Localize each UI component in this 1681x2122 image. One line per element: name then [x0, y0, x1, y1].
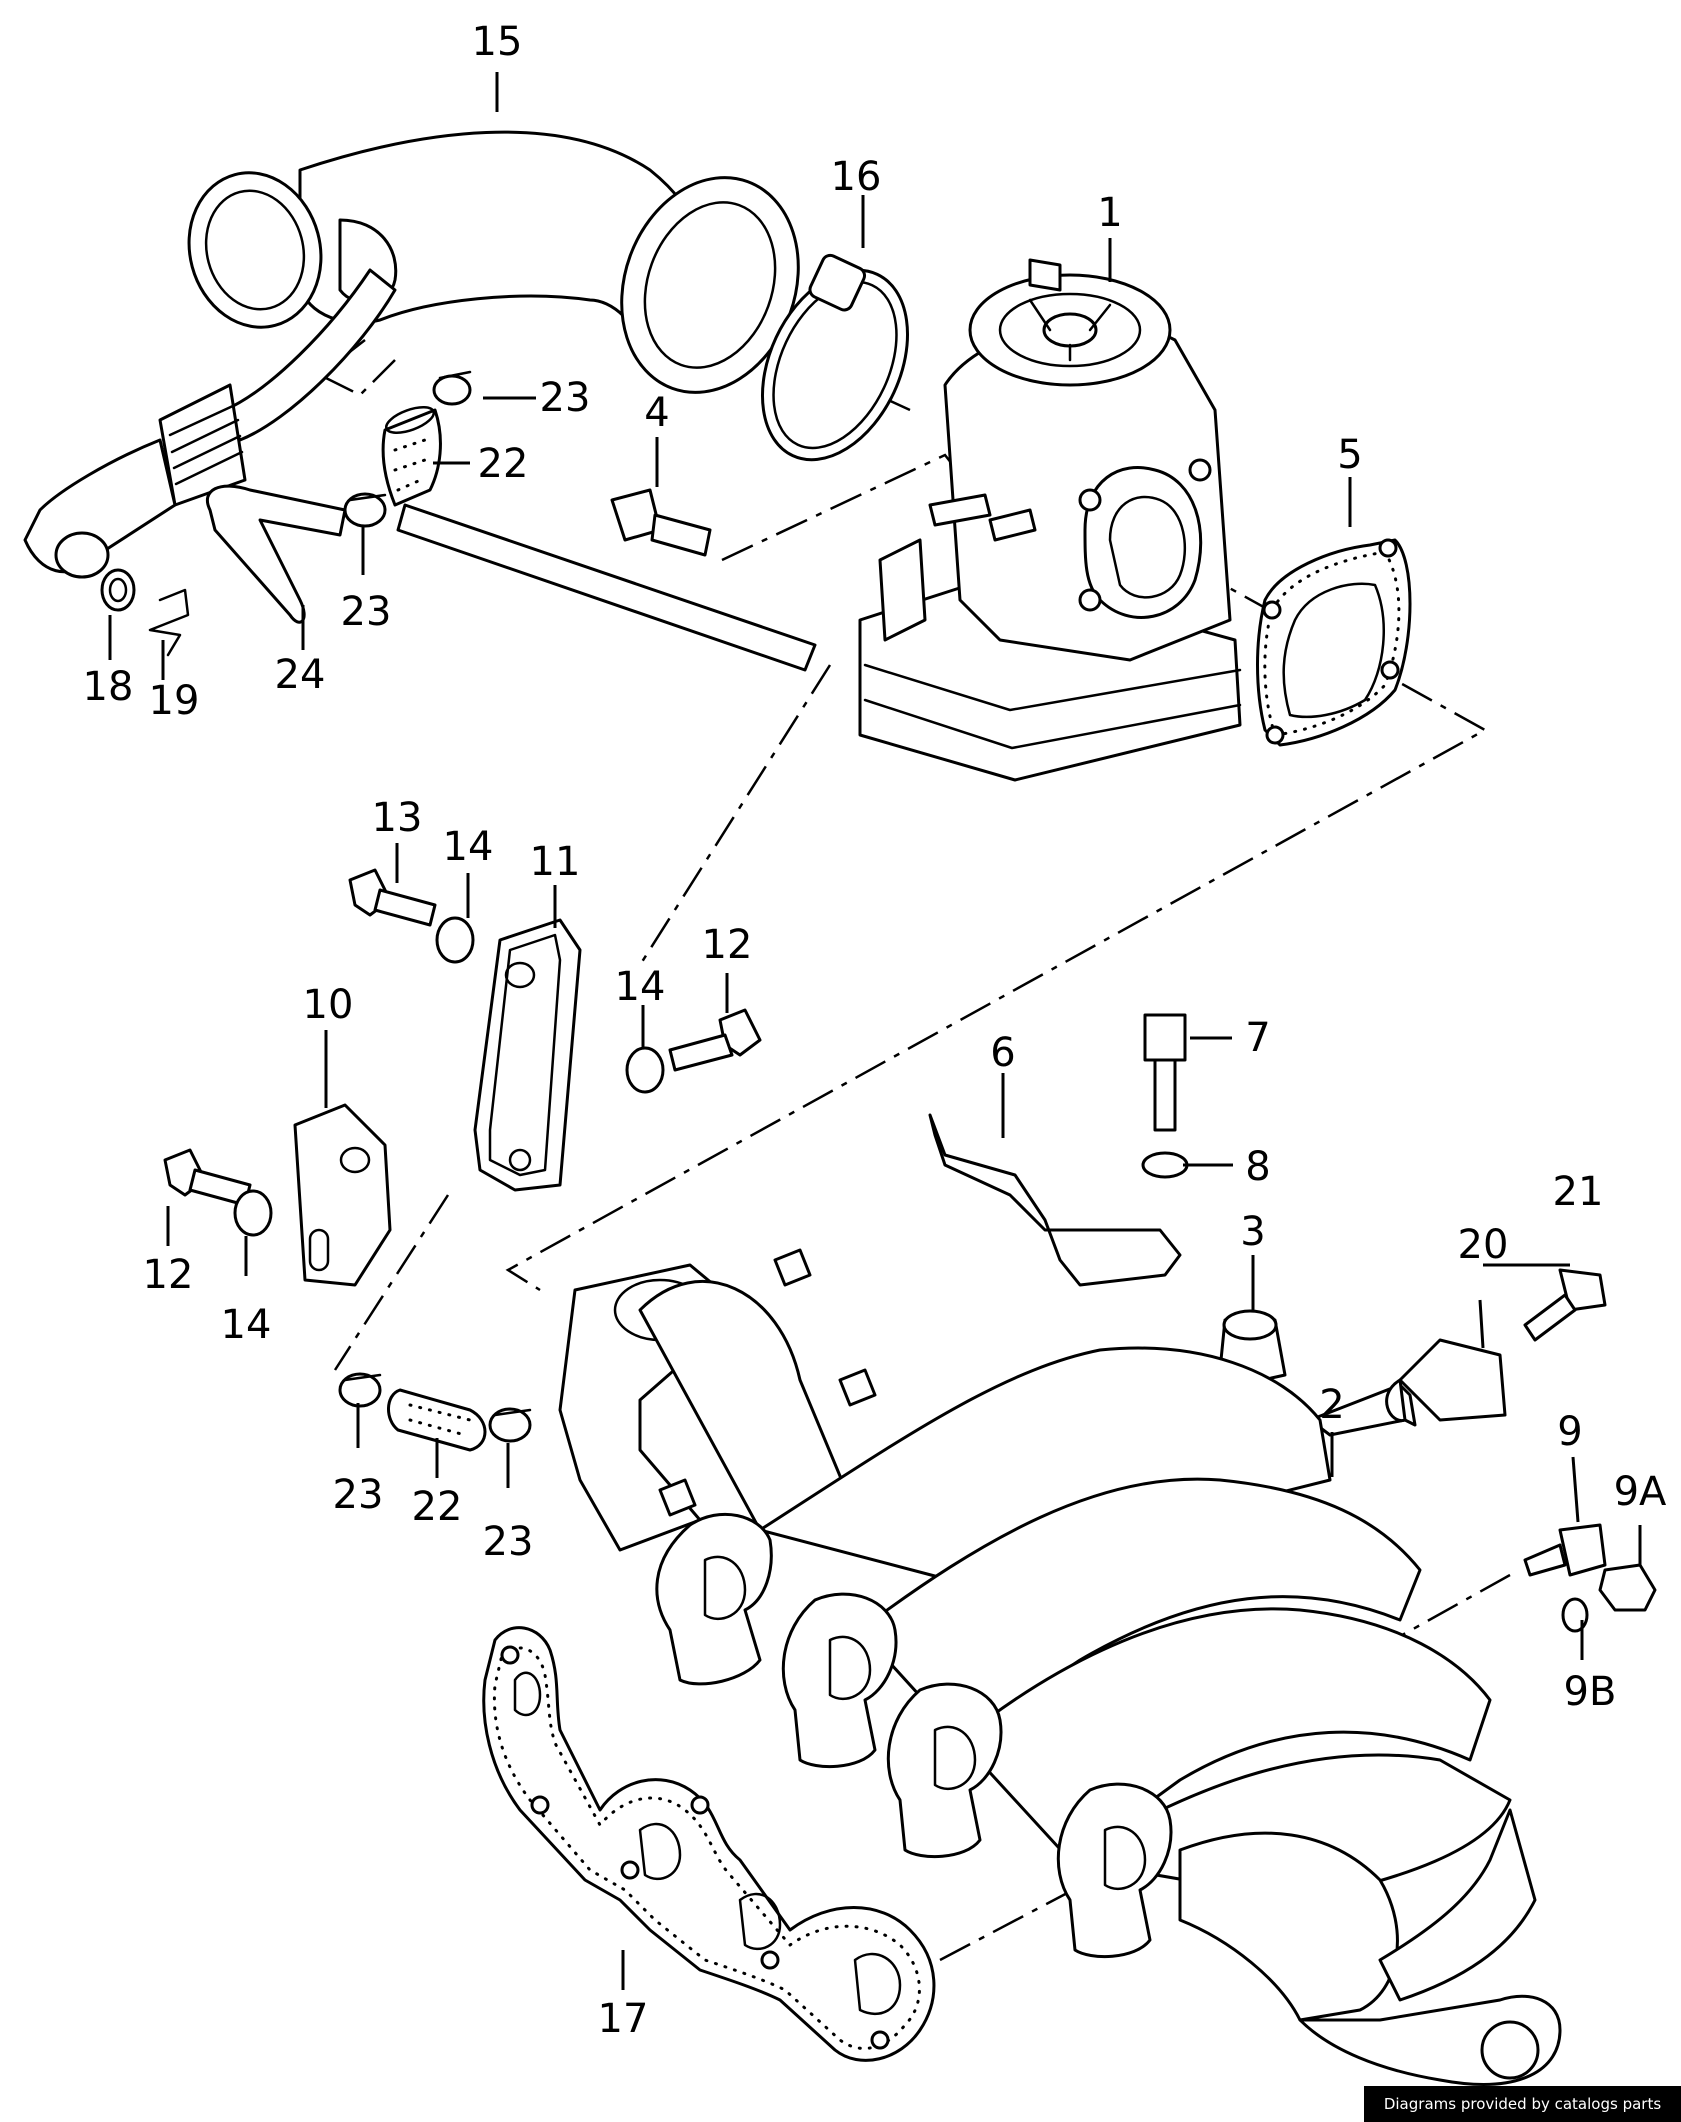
hose-clamp-23-top — [432, 370, 472, 406]
label-23-lower-right: 23 — [483, 1519, 534, 1565]
bolt-12-lower — [163, 1148, 252, 1207]
label-23-mid: 23 — [341, 589, 392, 635]
part-labels: 15 16 1 4 5 23 22 23 24 18 19 13 14 11 1… — [83, 19, 1667, 2042]
label-4: 4 — [644, 390, 669, 436]
label-11: 11 — [530, 839, 581, 885]
washer-14-c — [233, 1189, 273, 1237]
label-2: 2 — [1319, 1382, 1344, 1428]
hose-clamp-23-lower-left — [338, 1372, 382, 1408]
bolt-13 — [348, 868, 437, 927]
long-hose — [396, 503, 817, 672]
retaining-clip-19 — [148, 588, 190, 657]
bolt-12-upper — [668, 1008, 762, 1072]
label-24: 24 — [275, 652, 326, 698]
label-16: 16 — [831, 154, 882, 200]
bolt-4 — [610, 488, 712, 557]
throttle-gasket-5 — [1256, 538, 1412, 747]
label-19: 19 — [149, 678, 200, 724]
label-1: 1 — [1097, 190, 1122, 236]
label-22-lower: 22 — [412, 1484, 463, 1530]
label-12-lower: 12 — [143, 1252, 194, 1298]
air-intake-hose — [23, 130, 800, 579]
vent-hose-24 — [206, 484, 347, 624]
throttle-body-1 — [858, 258, 1242, 782]
label-17: 17 — [598, 1996, 649, 2042]
hose-clamp-23-lower-right — [488, 1407, 532, 1443]
bolt-7 — [1143, 1013, 1187, 1132]
bolt-9 — [1523, 1523, 1607, 1577]
label-14-a: 14 — [443, 824, 494, 870]
label-22-top: 22 — [478, 441, 529, 487]
label-5: 5 — [1337, 432, 1362, 478]
breather-hose-upper — [381, 406, 442, 507]
washer-14-a — [435, 916, 475, 964]
label-18: 18 — [83, 664, 134, 710]
label-13: 13 — [372, 795, 423, 841]
washer-14-b — [625, 1046, 665, 1094]
sensor-20 — [1308, 1338, 1507, 1437]
manifold-gasket-17 — [482, 1626, 936, 2062]
label-3: 3 — [1240, 1209, 1265, 1255]
o-ring-18 — [100, 568, 136, 612]
label-9a: 9A — [1614, 1469, 1667, 1515]
label-14-c: 14 — [221, 1302, 272, 1348]
breather-hose-lower — [387, 1388, 487, 1452]
label-23-top: 23 — [540, 375, 591, 421]
label-9: 9 — [1557, 1409, 1582, 1455]
label-21: 21 — [1553, 1169, 1604, 1215]
intake-manifold-2 — [558, 1248, 1562, 2086]
label-10: 10 — [303, 982, 354, 1028]
label-7: 7 — [1245, 1015, 1270, 1061]
label-20: 20 — [1458, 1222, 1509, 1268]
bolt-21 — [1523, 1268, 1607, 1342]
label-23-lower-left: 23 — [333, 1472, 384, 1518]
credit-banner: Diagrams provided by catalogs parts — [1364, 2086, 1681, 2122]
label-8: 8 — [1245, 1144, 1270, 1190]
label-6: 6 — [990, 1030, 1015, 1076]
leader-lines — [108, 72, 1642, 1990]
bracket-6 — [928, 1113, 1182, 1287]
label-12-upper: 12 — [702, 922, 753, 968]
bracket-10 — [293, 1103, 392, 1287]
label-14-b: 14 — [615, 964, 666, 1010]
hose-clamp-16 — [760, 253, 910, 462]
label-15: 15 — [472, 19, 523, 65]
nut-9a — [1598, 1563, 1657, 1612]
hose-clamp-23-mid — [343, 492, 387, 528]
label-9b: 9B — [1564, 1669, 1617, 1715]
washer-8 — [1141, 1151, 1189, 1179]
bracket-11 — [473, 918, 582, 1192]
